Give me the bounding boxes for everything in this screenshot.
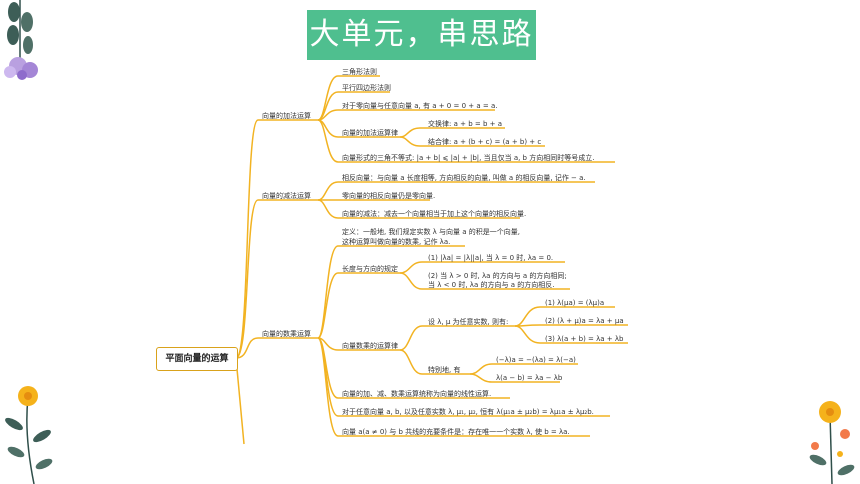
subtraction-definition: 向量的减法：减去一个向量相当于加上这个向量的相反向量. (342, 210, 527, 218)
branch-addition: 向量的加法运算 (262, 112, 311, 120)
scalar-laws-label: 向量数乘的运算律 (342, 342, 398, 350)
addition-parallelogram-rule: 平行四边形法则 (342, 84, 391, 92)
length-rule-2-line1: (2) 当 λ > 0 时, λa 的方向与 a 的方向相同; (428, 272, 567, 280)
addition-zero-vector: 对于零向量与任意向量 a, 有 a + 0 = 0 + a = a. (342, 102, 498, 110)
addition-laws: 向量的加法运算律 (342, 129, 398, 137)
scalar-law-1: (1) λ(μa) = (λμ)a (545, 299, 605, 307)
scalar-linear-operations: 向量的加、减、数乘运算统称为向量的线性运算. (342, 390, 492, 398)
scalar-definition-line1: 定义：一般地, 我们规定实数 λ 与向量 a 的积是一个向量, (342, 228, 521, 236)
scalar-laws-intro: 设 λ, μ 为任意实数, 则有: (428, 318, 509, 326)
branch-subtraction: 向量的减法运算 (262, 192, 311, 200)
addition-triangle-rule: 三角形法则 (342, 68, 377, 76)
flower-decoration-top-left (4, 0, 38, 80)
flower-decoration-bottom-left (5, 386, 53, 484)
scalar-linear-formula: 对于任意向量 a, b, 以及任意实数 λ, μ₁, μ₂, 恒有 λ(μ₁a … (342, 408, 594, 416)
length-rule-1: (1) |λa| = |λ||a|, 当 λ = 0 时, λa = 0. (428, 254, 554, 262)
root-node: 平面向量的运算 (156, 347, 238, 371)
subtraction-zero-opposite: 零向量的相反向量仍是零向量. (342, 192, 436, 200)
scalar-collinear-condition: 向量 a(a ≠ 0) 与 b 共线的充要条件是：存在唯一一个实数 λ, 使 b… (342, 428, 570, 436)
scalar-special-1: (−λ)a = −(λa) = λ(−a) (496, 356, 576, 364)
length-direction-label: 长度与方向的规定 (342, 265, 398, 273)
branch-scalar: 向量的数乘运算 (262, 330, 311, 338)
addition-triangle-inequality: 向量形式的三角不等式: |a + b| ⩽ |a| + |b|, 当且仅当 a,… (342, 154, 595, 162)
page-title: 大单元，串思路 (307, 10, 536, 60)
addition-commutative-law: 交换律: a + b = b + a (428, 120, 502, 128)
scalar-law-2: (2) (λ + μ)a = λa + μa (545, 317, 624, 325)
subtraction-opposite-vector: 相反向量：与向量 a 长度相等, 方向相反的向量, 叫做 a 的相反向量, 记作… (342, 174, 586, 182)
flower-decoration-bottom-right (809, 401, 855, 484)
scalar-definition-line2: 这种运算叫做向量的数乘, 记作 λa. (342, 238, 451, 246)
scalar-law-3: (3) λ(a + b) = λa + λb (545, 335, 624, 343)
length-rule-2-line2: 当 λ < 0 时, λa 的方向与 a 的方向相反. (428, 281, 555, 289)
scalar-special-2: λ(a − b) = λa − λb (496, 374, 563, 382)
scalar-special-label: 特别地, 有 (428, 366, 461, 374)
addition-associative-law: 结合律: a + (b + c) = (a + b) + c (428, 138, 542, 146)
